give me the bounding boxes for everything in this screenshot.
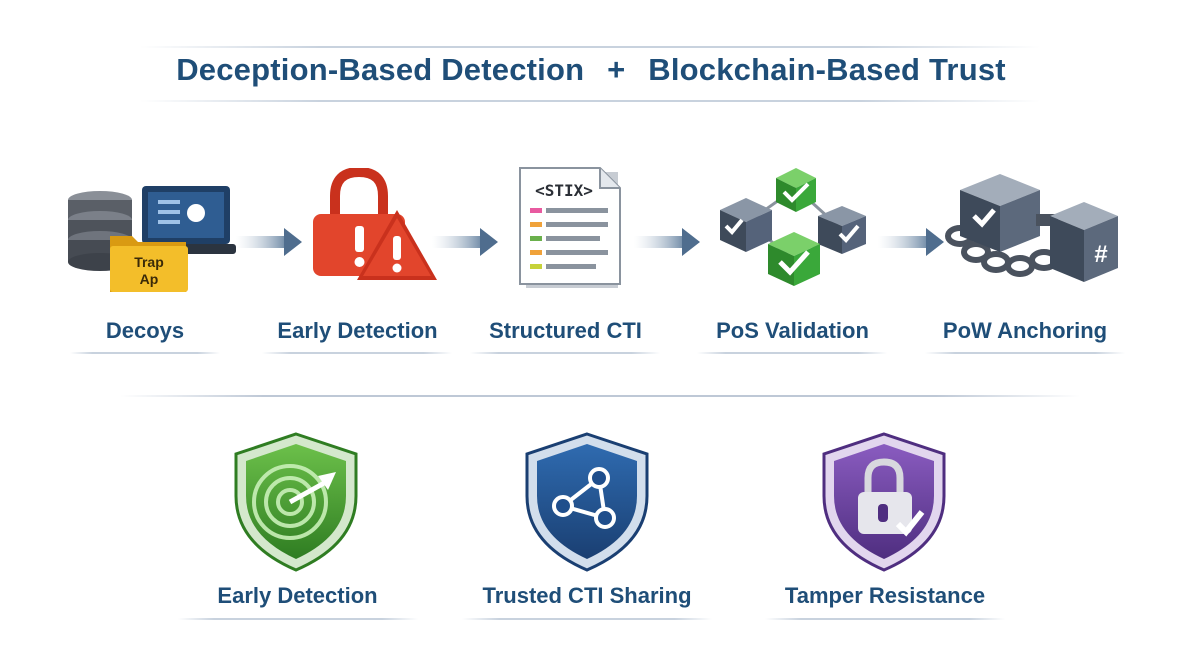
title-bottom-rule [140, 100, 1040, 102]
validated-blocks-icon [720, 168, 866, 286]
stix-document-icon: <STIX> [519, 167, 621, 288]
stage-label-early-detection: Early Detection [277, 318, 438, 343]
stage-label-pow-anchoring: PoW Anchoring [942, 318, 1108, 343]
stage-label-pos-validation: PoS Validation [716, 318, 869, 343]
stix-text: <STIX> [535, 181, 593, 200]
benefit-label-trusted-cti-sharing: Trusted CTI Sharing [482, 583, 692, 608]
title-left: Deception-Based Detection [176, 52, 585, 87]
flow-arrow-3 [634, 228, 700, 256]
title-plus: + [607, 52, 626, 87]
folder-text-1: Trap [134, 254, 164, 270]
title-right: Blockchain-Based Trust [648, 52, 1006, 87]
alert-lock-warning-icon [313, 168, 437, 280]
benefit-label-tamper-resistance: Tamper Resistance [784, 583, 986, 608]
decoy-server-folder-icon: Trap Ap [68, 186, 236, 292]
title-top-rule [140, 46, 1040, 48]
chained-blocks-icon: # [945, 174, 1118, 282]
network-shield-icon [525, 432, 649, 572]
folder-text-2: Ap [140, 271, 159, 287]
page-title: Deception-Based Detection + Blockchain-B… [0, 52, 1182, 88]
stage-label-structured-cti: Structured CTI [489, 318, 642, 343]
benefit-underline-3 [765, 618, 1005, 620]
section-divider [120, 395, 1080, 397]
stage-underline-4 [697, 352, 887, 354]
flow-arrow-2 [432, 228, 498, 256]
stage-underline-2 [262, 352, 452, 354]
flow-arrow-4 [878, 228, 944, 256]
stage-underline-3 [470, 352, 660, 354]
stage-underline-5 [925, 352, 1125, 354]
flow-arrow-1 [236, 228, 302, 256]
benefit-underline-2 [462, 618, 712, 620]
lock-shield-icon [822, 432, 946, 572]
benefit-underline-1 [178, 618, 418, 620]
benefit-label-early-detection: Early Detection [217, 583, 378, 608]
radar-shield-icon [234, 432, 358, 572]
hash-text: # [1094, 241, 1107, 268]
stage-underline-1 [70, 352, 220, 354]
stage-label-decoys: Decoys [105, 318, 185, 343]
